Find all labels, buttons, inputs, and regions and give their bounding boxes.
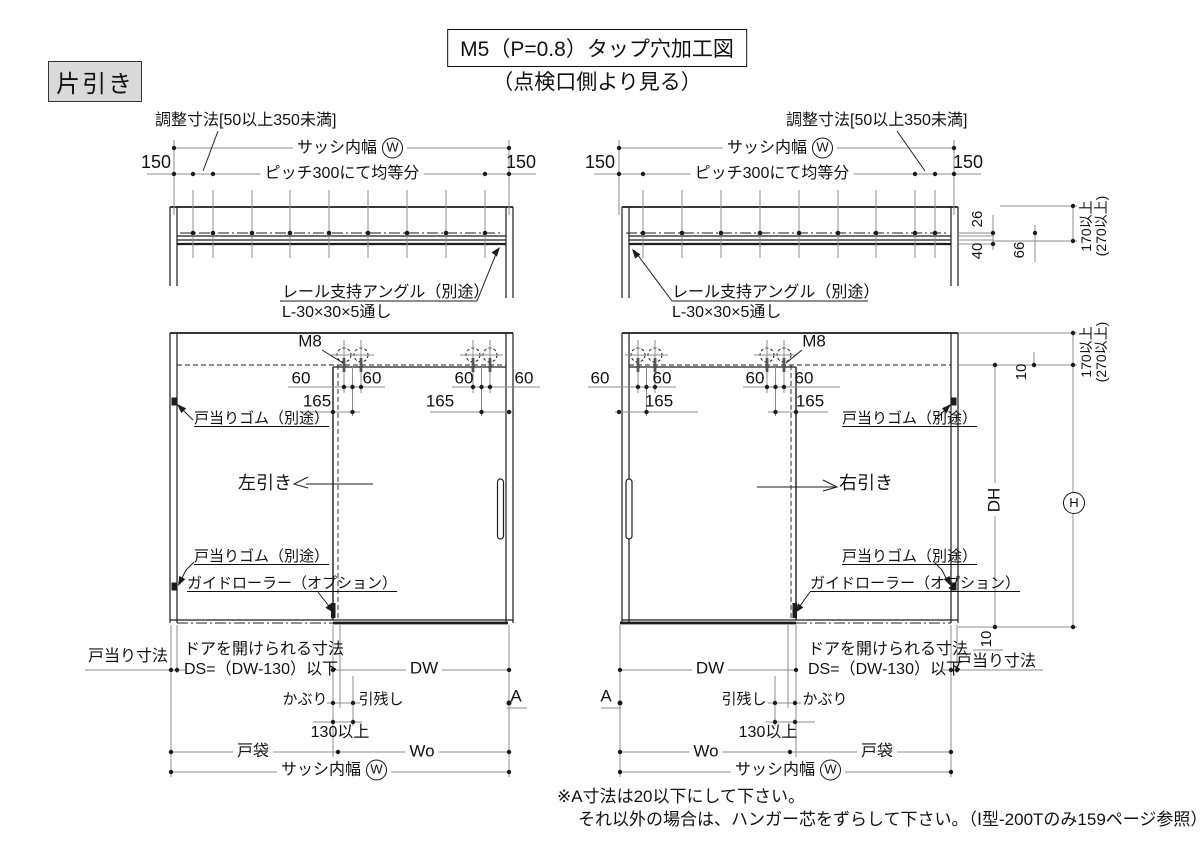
dim-10-bottom: 10 (977, 630, 995, 648)
doorstop-rubber-top-left: 戸当りゴム（別途） (194, 410, 330, 427)
w-symbol: W (382, 137, 404, 159)
dim-60: 60 (794, 368, 814, 388)
dim-165: 165 (302, 391, 332, 411)
footnote-line-2: それ以外の場合は、ハンガー芯をずらして下さい。（Ⅰ型-200Tのみ159ページ参… (578, 810, 1200, 829)
doorstop-rubber-bottom-right: 戸当りゴム（別途） (842, 548, 978, 565)
pitch-label-left: ピッチ300にて均等分 (260, 165, 424, 183)
dim-165: 165 (644, 391, 674, 411)
sash-width-text: サッシ内幅 (726, 139, 808, 157)
pitch-label-right: ピッチ300にて均等分 (690, 165, 854, 183)
dim-40: 40 (968, 242, 986, 260)
doorstop-dim-left: 戸当り寸法 (88, 648, 169, 665)
rail-angle-note-left-2: L-30×30×5通し (282, 304, 392, 321)
dim-60: 60 (590, 368, 610, 388)
openable-dim-right-1: ドアを開けられる寸法 (808, 641, 969, 658)
hikinokoshi-right: 引残し (721, 690, 767, 708)
dim-150-right-b: 150 (952, 152, 984, 173)
dim-150-right-a: 150 (584, 152, 616, 173)
dim-170-line2: (270以上) (1093, 321, 1109, 383)
adjust-dim-label-right: 調整寸法[50以上350未満] (786, 112, 968, 129)
doorstop-rubber-top-right: 戸当りゴム（別途） (842, 410, 978, 427)
page-title: M5（P=0.8）タップ穴加工図 (447, 29, 747, 67)
rail-angle-note-right-1: レール支持アングル（別途） (672, 284, 880, 301)
a-label-left: A (510, 686, 522, 706)
openable-dim-left-1: ドアを開けられる寸法 (184, 641, 345, 658)
h-symbol-text: H (1063, 492, 1085, 514)
dim-150-left-a: 150 (140, 152, 172, 173)
dim-26: 26 (968, 210, 986, 228)
footnote-line-1: ※A寸法は20以下にして下さい。 (557, 787, 805, 806)
dim-165: 165 (425, 391, 455, 411)
m8-label-right: M8 (802, 331, 826, 351)
adjust-dim-label-left: 調整寸法[50以上350未満] (155, 112, 337, 129)
dim-170-line1: 170以上 (1078, 326, 1094, 378)
kaburi-left: かぶり (282, 690, 328, 708)
dim-170-top: 170以上 (270以上) (1078, 195, 1109, 257)
dh-label: DH (985, 483, 1005, 517)
tobukuro-left: 戸袋 (232, 743, 274, 761)
a-label-right: A (600, 686, 612, 706)
wo-label-right: Wo (689, 742, 723, 762)
w-symbol: W (812, 137, 834, 159)
slide-direction-right: 右引き (839, 473, 893, 494)
dw-label-left: DW (405, 659, 443, 679)
door-type-badge: 片引き (48, 61, 142, 102)
h-symbol: H (1063, 492, 1085, 514)
dim-66: 66 (1010, 241, 1028, 259)
dim-60: 60 (745, 368, 765, 388)
dim-60: 60 (454, 368, 474, 388)
page-subtitle: （点検口側より見る） (492, 71, 702, 94)
w-symbol: W (820, 759, 842, 781)
dim-170-line1: 170以上 (1078, 200, 1094, 252)
sash-width-text: サッシ内幅 (280, 761, 362, 779)
dim-130-right: 130以上 (738, 724, 798, 742)
hikinokoshi-left: 引残し (358, 690, 404, 708)
slide-direction-left: 左引き (238, 473, 292, 494)
dim-170-line2: (270以上) (1093, 195, 1109, 257)
rail-angle-note-left-1: レール支持アングル（別途） (282, 284, 490, 301)
dim-60: 60 (514, 368, 534, 388)
doorstop-dim-right: 戸当り寸法 (956, 653, 1037, 670)
w-symbol: W (366, 759, 388, 781)
openable-dim-right-2: DS=（DW-130）以下 (808, 661, 962, 678)
guide-roller-right: ガイドローラー（オプション） (810, 575, 1021, 592)
guide-roller-left: ガイドローラー（オプション） (187, 575, 398, 592)
m8-label-left: M8 (298, 331, 322, 351)
dim-130-left: 130以上 (310, 724, 370, 742)
doorstop-rubber-bottom-left: 戸当りゴム（別途） (194, 548, 330, 565)
dim-150-left-b: 150 (505, 152, 537, 173)
sash-width-text: サッシ内幅 (296, 139, 378, 157)
wo-label-left: Wo (405, 742, 439, 762)
openable-dim-left-2: DS=（DW-130）以下 (184, 661, 338, 678)
dw-label-right: DW (691, 659, 729, 679)
dim-165: 165 (795, 391, 825, 411)
dim-60: 60 (362, 368, 382, 388)
dim-60: 60 (291, 368, 311, 388)
dim-60: 60 (652, 368, 672, 388)
tobukuro-right: 戸袋 (856, 743, 898, 761)
dim-170-elevation: 170以上 (270以上) (1078, 321, 1109, 383)
rail-angle-note-right-2: L-30×30×5通し (672, 304, 782, 321)
sash-width-text: サッシ内幅 (734, 761, 816, 779)
dim-10-top: 10 (1012, 363, 1030, 381)
kaburi-right: かぶり (802, 690, 848, 708)
